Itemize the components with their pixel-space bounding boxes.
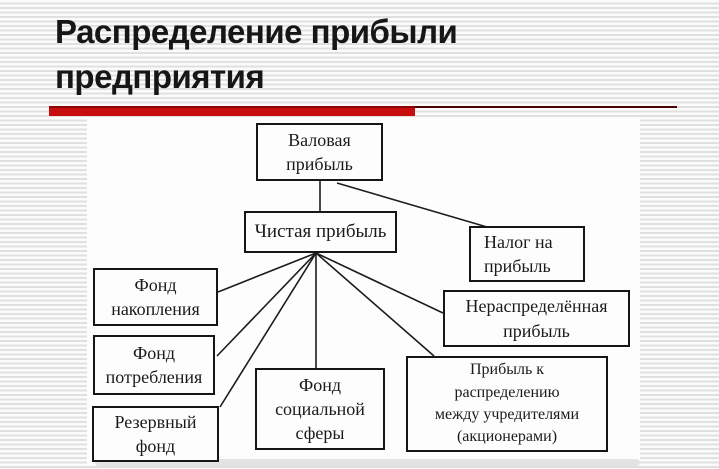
node-social-sphere-fund: Фонд социальной сферы [255,368,385,450]
title-divider-line [415,106,677,108]
node-gross-profit: Валовая прибыль [256,123,383,181]
node-profit-tax: Налог на прибыль [469,226,585,282]
node-net-profit-label: Чистая прибыль [254,221,387,243]
node-gross-profit-label: Валовая прибыль [286,129,353,174]
node-distributable-profit: Прибыль к распределению между учредителя… [406,356,608,452]
node-retained-profit: Нераспределённая прибыль [443,290,630,347]
node-consumption-fund: Фонд потребления [93,335,215,395]
node-accumulation-fund-label: Фонд накопления [111,274,200,319]
node-retained-profit-label: Нераспределённая прибыль [465,296,608,341]
node-consumption-fund-label: Фонд потребления [105,342,203,387]
diagram-panel-shadow [95,459,640,466]
node-reserve-fund-label: Резервный фонд [114,411,197,456]
node-profit-tax-label: Налог на прибыль [484,231,553,276]
node-net-profit: Чистая прибыль [244,211,397,253]
node-reserve-fund: Резервный фонд [92,406,219,462]
node-social-sphere-fund-label: Фонд социальной сферы [275,374,365,444]
node-distributable-profit-label: Прибыль к распределению между учредителя… [434,361,580,446]
page-title: Распределение прибыли предприятия [55,13,458,95]
title-accent-bar [49,106,415,116]
node-accumulation-fund: Фонд накопления [93,268,218,326]
